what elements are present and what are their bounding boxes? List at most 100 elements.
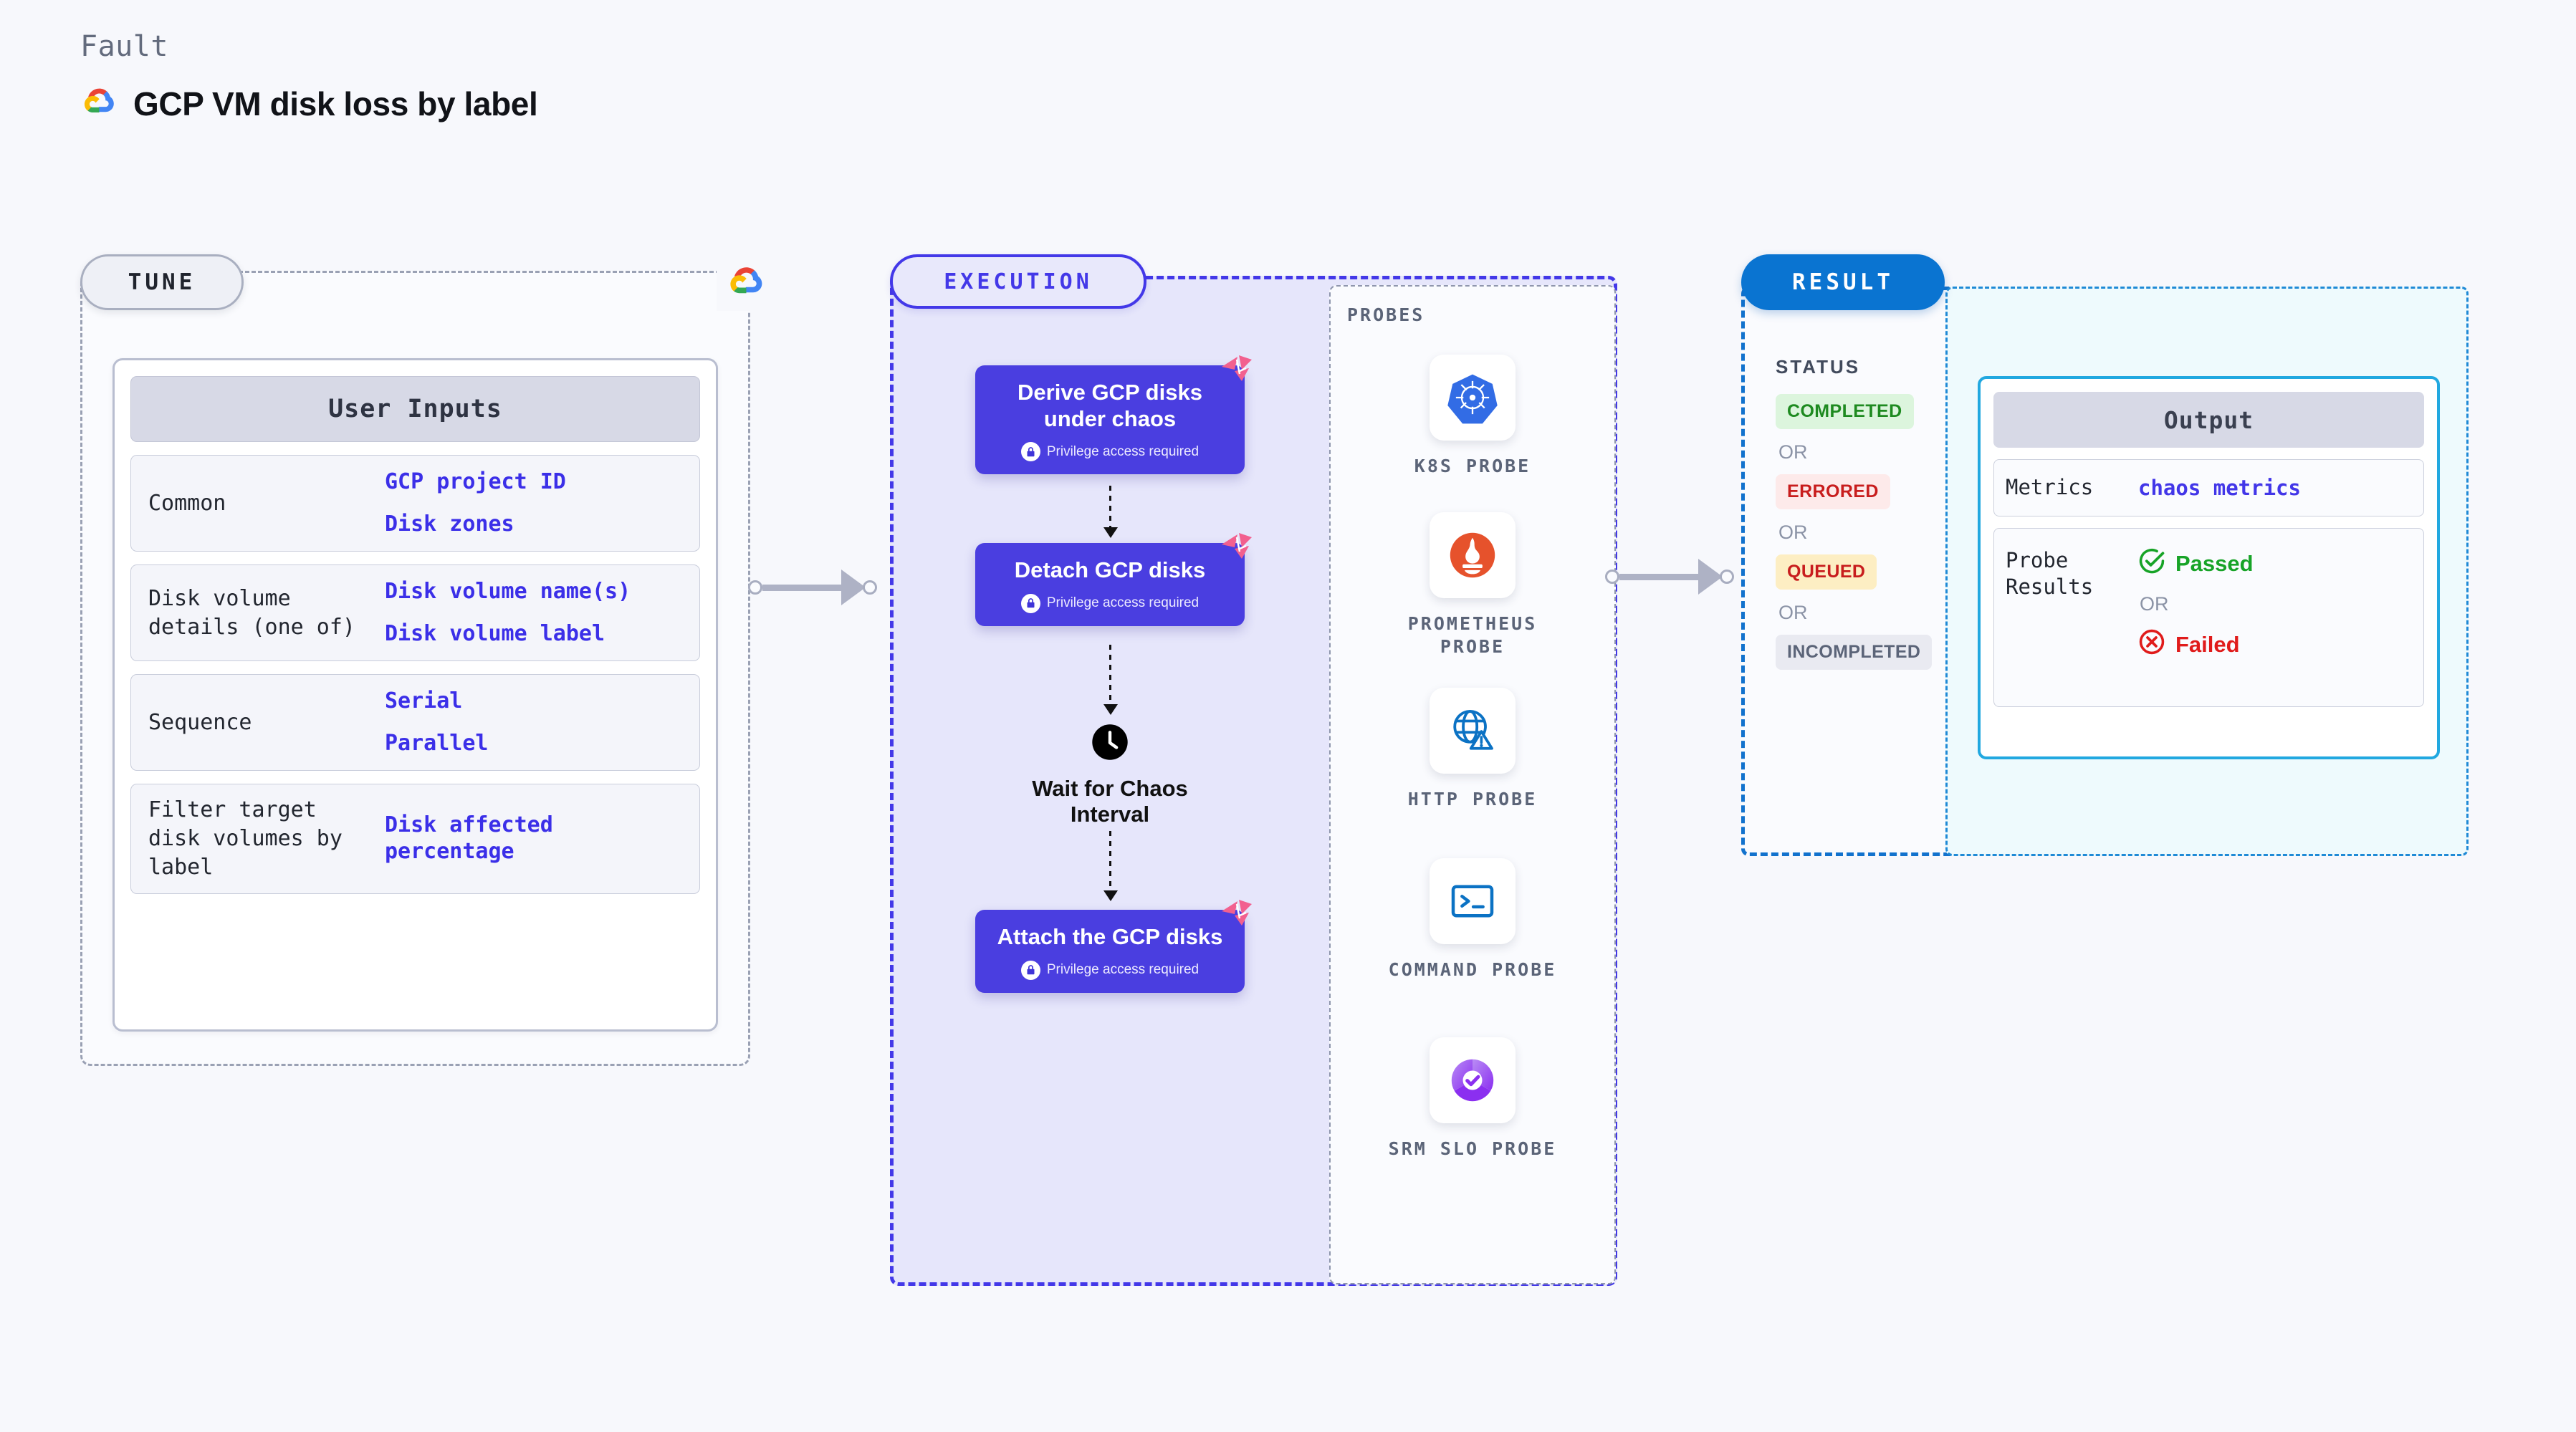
execution-flow: Derive GCP disks under chaos Privilege a… — [890, 337, 1330, 1161]
connector-bar — [762, 584, 841, 591]
input-value[interactable]: Disk affected percentage — [385, 812, 553, 864]
privilege-note-text: Privilege access required — [1046, 443, 1200, 459]
probes-panel — [1329, 285, 1616, 1284]
privilege-note: Privilege access required — [985, 960, 1235, 980]
probe-prometheus[interactable]: PROMETHEUS PROBE — [1382, 512, 1564, 658]
or-separator: OR — [1778, 602, 1808, 623]
step-title: Derive GCP disks under chaos — [1018, 380, 1202, 431]
tune-gcp-logo-icon — [717, 252, 775, 311]
privilege-note: Privilege access required — [985, 593, 1235, 613]
status-label: STATUS — [1776, 356, 1861, 378]
connector-arrowhead — [1698, 559, 1723, 595]
output-metrics-key: Metrics — [2006, 475, 2094, 499]
status-badge: INCOMPLETED — [1776, 635, 1933, 670]
probe-label: HTTP PROBE — [1407, 789, 1538, 809]
output-probe-results-row: Probe Results Passed OR — [1993, 527, 2424, 707]
wait-node: Wait for Chaos Interval — [1002, 724, 1217, 828]
tune-badge: TUNE — [80, 254, 244, 310]
or-separator: OR — [2140, 592, 2169, 615]
flow-arrow — [1103, 486, 1118, 538]
connector-dot — [748, 580, 762, 595]
chaos-fault-icon — [1217, 897, 1255, 931]
gcp-logo-icon — [80, 83, 118, 124]
output-card: Output Metrics chaos metrics Probe Resul… — [1978, 376, 2440, 759]
output-title: Output — [1993, 392, 2424, 448]
table-row: Filter target disk volumes by label Disk… — [130, 784, 700, 894]
connector-bar — [1619, 573, 1698, 580]
execution-badge: EXECUTION — [890, 254, 1146, 309]
input-key: Common — [148, 490, 226, 516]
result-badge: RESULT — [1741, 254, 1945, 310]
probe-label: SRM SLO PROBE — [1388, 1138, 1557, 1159]
probes-label: PROBES — [1347, 304, 1425, 325]
prometheus-icon — [1430, 512, 1516, 598]
input-value[interactable]: Disk volume label — [385, 620, 605, 646]
flow-arrow — [1103, 831, 1118, 901]
probe-k8s[interactable]: K8S PROBE — [1382, 355, 1564, 478]
table-row: Sequence Serial Parallel — [130, 674, 700, 771]
step-card-detach[interactable]: Detach GCP disks Privilege access requir… — [975, 533, 1252, 626]
table-row: Disk volume details (one of) Disk volume… — [130, 564, 700, 661]
user-inputs-card: User Inputs Common GCP project ID Disk z… — [112, 358, 718, 1032]
privilege-note-text: Privilege access required — [1046, 962, 1200, 978]
terminal-icon — [1430, 858, 1516, 944]
output-metrics-value[interactable]: chaos metrics — [2138, 475, 2301, 500]
input-value[interactable]: Parallel — [385, 730, 489, 756]
status-badge: ERRORED — [1776, 474, 1890, 509]
lock-icon — [1020, 593, 1040, 613]
probe-label: K8S PROBE — [1414, 456, 1531, 476]
probe-command[interactable]: COMMAND PROBE — [1382, 858, 1564, 981]
input-value[interactable]: Serial — [385, 688, 463, 713]
input-value[interactable]: Disk volume name(s) — [385, 578, 631, 604]
probe-result-passed: Passed — [2138, 547, 2254, 580]
step-card-derive[interactable]: Derive GCP disks under chaos Privilege a… — [975, 355, 1252, 475]
step-card-attach[interactable]: Attach the GCP disks Privilege access re… — [975, 900, 1252, 993]
privilege-note-text: Privilege access required — [1046, 595, 1200, 611]
user-inputs-title: User Inputs — [130, 376, 700, 442]
lock-icon — [1020, 960, 1040, 980]
fault-kicker: Fault — [80, 30, 168, 63]
lock-icon — [1020, 442, 1040, 462]
kubernetes-icon — [1430, 355, 1516, 441]
output-probe-results-key: Probe Results — [2006, 547, 2094, 600]
flow-arrow — [1103, 645, 1118, 715]
clock-icon — [1091, 724, 1129, 764]
status-badge: QUEUED — [1776, 554, 1877, 590]
check-circle-icon — [2138, 547, 2165, 580]
input-value[interactable]: GCP project ID — [385, 468, 566, 494]
wait-node-label: Wait for Chaos Interval — [1032, 776, 1188, 827]
probe-label: PROMETHEUS PROBE — [1407, 613, 1538, 657]
page-title: GCP VM disk loss by label — [133, 85, 538, 122]
connector-dot — [863, 580, 877, 595]
probe-label: COMMAND PROBE — [1388, 959, 1557, 980]
input-key: Disk volume details (one of) — [148, 585, 355, 640]
input-key: Sequence — [148, 709, 252, 735]
chaos-fault-icon — [1217, 352, 1255, 387]
step-title: Detach GCP disks — [1014, 557, 1206, 582]
chaos-fault-icon — [1217, 530, 1255, 564]
connector-dot — [1720, 570, 1734, 584]
connector-execution-result — [1605, 559, 1748, 595]
probe-srm-slo[interactable]: SRM SLO PROBE — [1382, 1037, 1564, 1161]
page-header: Fault GCP VM disk loss by label — [80, 30, 538, 124]
connector-arrowhead — [841, 570, 866, 605]
status-list: COMPLETED OR ERRORED OR QUEUED OR INCOMP… — [1776, 394, 1933, 670]
input-key: Filter target disk volumes by label — [148, 797, 343, 880]
or-separator: OR — [1778, 441, 1808, 463]
step-title: Attach the GCP disks — [997, 924, 1223, 949]
privilege-note: Privilege access required — [985, 442, 1235, 462]
input-value[interactable]: Disk zones — [385, 511, 514, 537]
probe-result-passed-text: Passed — [2175, 550, 2254, 576]
or-separator: OR — [1778, 522, 1808, 543]
status-badge: COMPLETED — [1776, 394, 1914, 429]
srm-slo-icon — [1430, 1037, 1516, 1123]
output-metrics-row: Metrics chaos metrics — [1993, 459, 2424, 516]
globe-warning-icon — [1430, 688, 1516, 774]
probe-result-failed: Failed — [2138, 628, 2254, 661]
table-row: Common GCP project ID Disk zones — [130, 455, 700, 552]
connector-tune-execution — [748, 570, 891, 605]
probe-http[interactable]: HTTP PROBE — [1382, 688, 1564, 811]
probe-result-failed-text: Failed — [2175, 631, 2240, 657]
x-circle-icon — [2138, 628, 2165, 661]
connector-dot — [1605, 570, 1619, 584]
